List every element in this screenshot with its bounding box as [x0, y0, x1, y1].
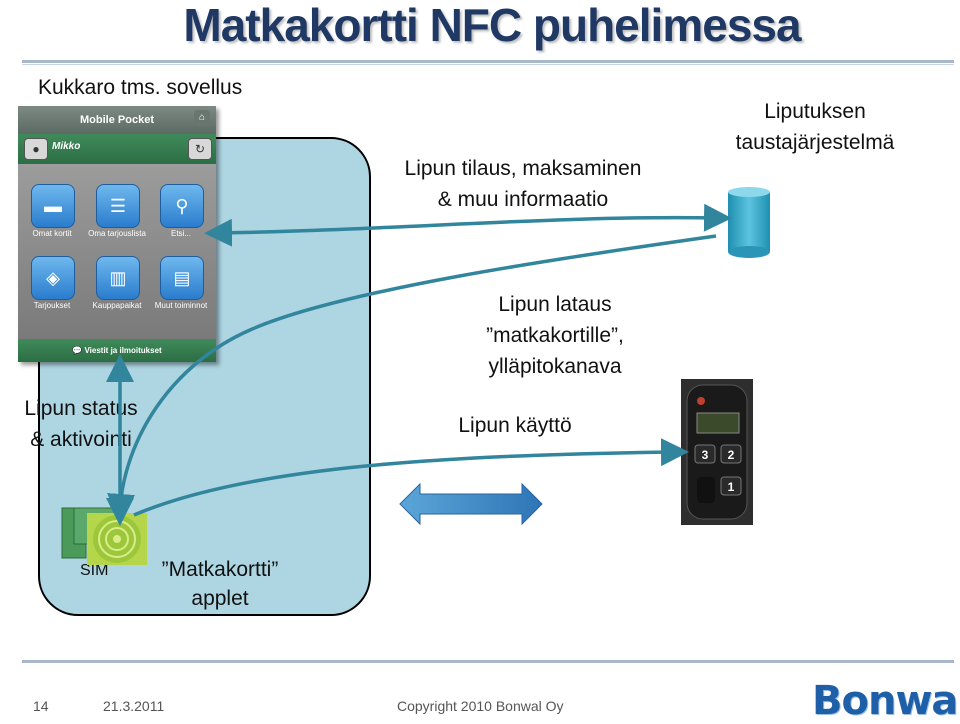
page-number: 14: [33, 698, 49, 714]
applet-label: ”Matkakortti” applet: [161, 558, 279, 610]
wallet-app-screenshot: Mobile Pocket ⌂ ● Mikko ↻ ▬ Omat kortit …: [18, 106, 216, 362]
tile-label: Tarjoukset: [33, 301, 71, 310]
message-icon: 💬: [72, 346, 85, 355]
order-arrow: [204, 203, 732, 247]
title-rule-thin: [22, 64, 954, 65]
database-icon: [728, 187, 770, 258]
reader-device: 3 2 1: [681, 379, 753, 525]
bonwal-logo: Bonwal: [812, 678, 960, 724]
page-title: Matkakortti NFC puhelimessa: [183, 0, 801, 51]
tile-label: Etsi...: [170, 229, 191, 238]
reader-display: [696, 412, 740, 434]
reader-key-label: 3: [702, 448, 709, 462]
app-footer: 💬 Viestit ja ilmoitukset: [18, 339, 216, 362]
wallet-app-label: Kukkaro tms. sovellus: [38, 76, 243, 99]
tag-icon: ◈: [31, 256, 75, 300]
home-icon: ⌂: [194, 110, 210, 126]
nfc-double-arrow: [399, 482, 543, 526]
backend-label: Liputuksen taustajärjestelmä: [735, 100, 895, 154]
inbox-icon: ▤: [160, 256, 204, 300]
chart-icon: ▥: [96, 256, 140, 300]
tile-label: Muut toiminnot: [154, 301, 208, 310]
sim-label: SIM: [80, 562, 109, 579]
reader-key-label: 1: [728, 480, 735, 494]
applet-chip-icon: [87, 513, 147, 565]
app-user-name: Mikko: [52, 141, 81, 152]
load-arrow: [107, 234, 717, 522]
database-bottom: [728, 246, 770, 258]
database-top: [728, 187, 770, 197]
tile-label: Oma tarjouslista: [88, 229, 146, 238]
app-footer-label: Viestit ja ilmoitukset: [84, 346, 162, 355]
refresh-icon: ↻: [188, 138, 212, 160]
copyright: Copyright 2010 Bonwal Oy: [397, 698, 564, 714]
reader-led: [697, 397, 705, 405]
reader-key-2: [720, 444, 742, 464]
title-rule: [22, 60, 954, 63]
tile-label: Kauppapaikat: [92, 301, 142, 310]
usage-arrow: [133, 438, 689, 517]
database-body: [728, 192, 770, 252]
app-title: Mobile Pocket: [18, 106, 216, 134]
footer-rule: [22, 660, 954, 663]
search-icon: ⚲: [160, 184, 204, 228]
bonwal-logo-text: Bonwal: [812, 678, 960, 724]
tile-label: Omat kortit: [32, 229, 72, 238]
list-icon: ☰: [96, 184, 140, 228]
applet-ring-center: [113, 535, 121, 543]
cards-icon: ▬: [31, 184, 75, 228]
reader-key-3: [694, 444, 716, 464]
reader-slot: [697, 477, 715, 503]
applet-ring-inner: [105, 527, 129, 551]
date: 21.3.2011: [103, 698, 165, 714]
avatar-icon: ●: [24, 138, 48, 160]
usage-label: Lipun käyttö: [458, 414, 572, 437]
reader-key-1: [720, 476, 742, 496]
ticket-reader-photo: 3 2 1: [681, 379, 753, 525]
load-label: Lipun lataus ”matkakortille”, ylläpitoka…: [486, 293, 624, 378]
reader-key-label: 2: [728, 448, 735, 462]
app-userbar: [18, 134, 216, 164]
